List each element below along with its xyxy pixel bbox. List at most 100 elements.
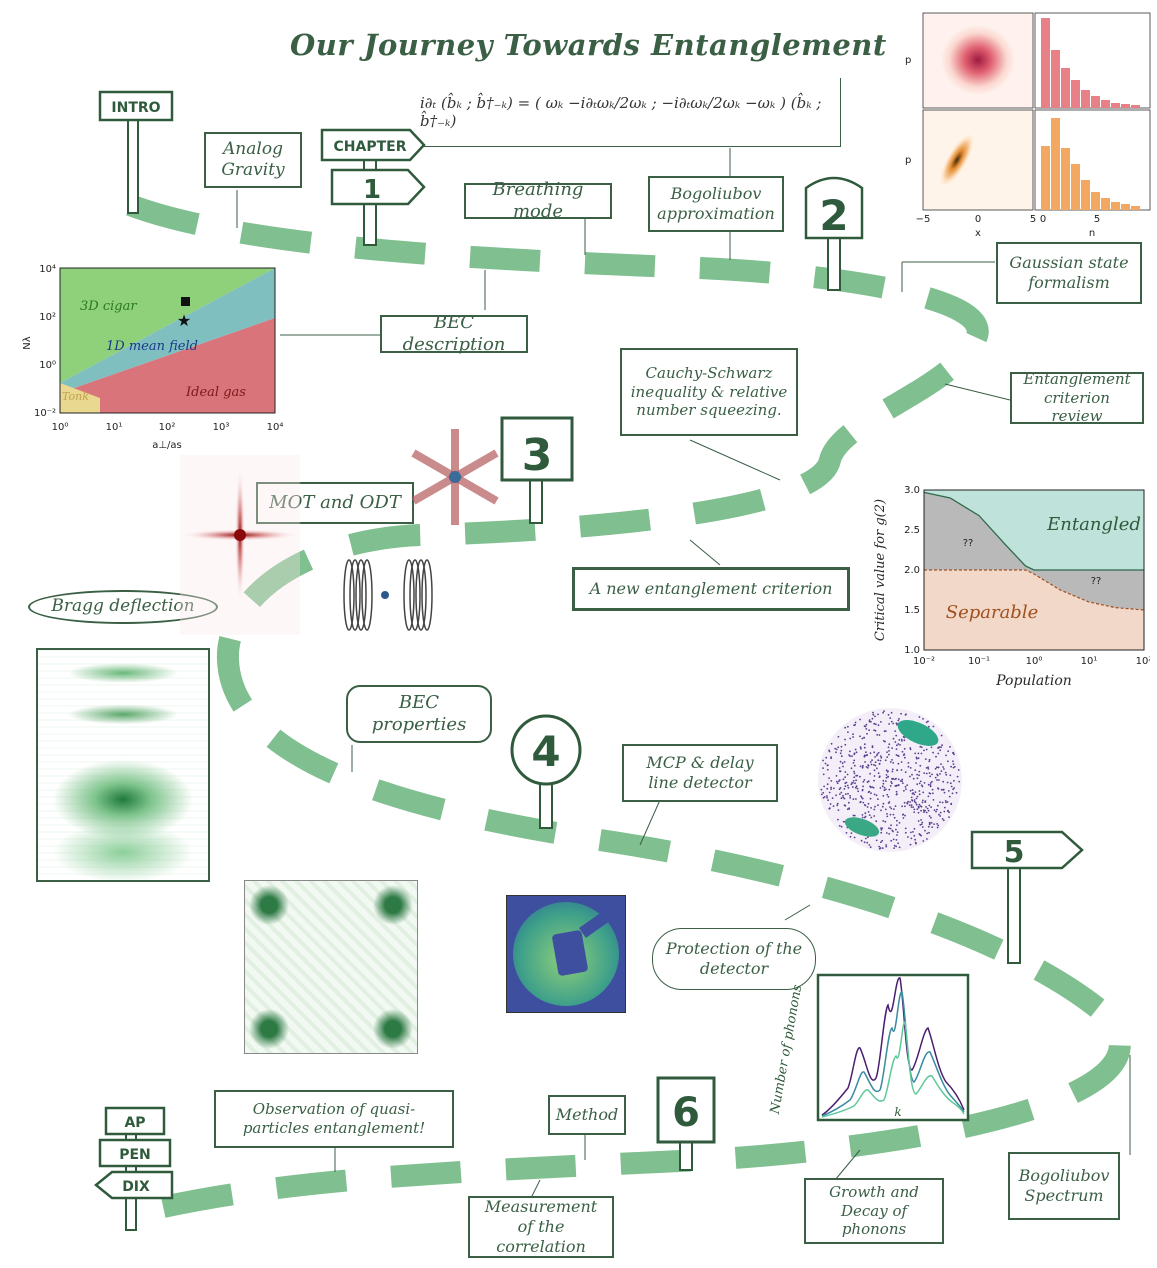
scatter-dot (921, 821, 924, 824)
scatter-dot (842, 794, 844, 797)
scatter-dot (879, 755, 882, 757)
scatter-dot (892, 830, 894, 833)
scatter-dot (856, 787, 859, 790)
unknown-annotation-1: ?? (963, 538, 974, 549)
crit-ytick-2: 2.0 (904, 565, 920, 576)
scatter-dot (927, 720, 929, 723)
scatter-dot (956, 775, 959, 778)
scatter-dot (851, 755, 853, 757)
scatter-dot (897, 743, 900, 745)
scatter-dot (835, 780, 838, 783)
scatter-dot (897, 778, 900, 781)
scatter-dot (883, 710, 885, 712)
scatter-dot (890, 824, 892, 827)
entangled-annotation: Entangled (1046, 514, 1141, 535)
scatter-dot (943, 768, 945, 770)
scatter-dot (869, 846, 872, 849)
scatter-dot (900, 738, 903, 741)
scatter-dot (943, 791, 946, 794)
scatter-dot (932, 751, 934, 754)
scatter-dot (887, 746, 890, 749)
scatter-dot (937, 787, 939, 789)
scatter-dot (830, 780, 833, 782)
scatter-dot (913, 799, 916, 801)
crit-ytick-4: 3.0 (904, 485, 920, 496)
scatter-dot (915, 802, 917, 804)
scatter-dot (870, 816, 873, 819)
separable-region (924, 570, 1144, 650)
scatter-dot (852, 814, 855, 817)
scatter-dot (857, 790, 860, 793)
scatter-dot (868, 844, 871, 846)
scatter-dot (890, 711, 893, 714)
scatter-dot (916, 808, 919, 810)
scatter-dot (931, 788, 934, 791)
chapter-3-signpost: 3 (500, 416, 574, 524)
scatter-dot (838, 779, 841, 781)
scatter-dot (952, 763, 955, 765)
scatter-dot (943, 810, 946, 813)
scatter-dot (941, 744, 943, 747)
scatter-dot (937, 766, 940, 769)
scatter-dot (928, 804, 931, 807)
scatter-dot (855, 779, 857, 782)
scatter-dot (862, 780, 865, 783)
scatter-dot (910, 837, 913, 840)
scatter-dot (944, 800, 947, 802)
scatter-dot (917, 811, 920, 814)
scatter-dot (855, 751, 858, 754)
scatter-dot (844, 726, 847, 729)
scatter-dot (929, 784, 932, 786)
scatter-dot (907, 762, 910, 764)
scatter-dot (874, 805, 876, 808)
scatter-dot (844, 793, 847, 795)
scatter-dot (865, 766, 868, 768)
scatter-dot (936, 774, 939, 777)
scatter-dot (904, 771, 907, 774)
scatter-dot (902, 754, 905, 756)
scatter-dot (884, 740, 886, 743)
scatter-dot (927, 795, 930, 798)
scatter-dot (891, 768, 894, 771)
scatter-dot (874, 761, 877, 764)
scatter-dot (926, 832, 929, 835)
scatter-dot (868, 720, 871, 723)
chapter-1-signpost: CHAPTER 1 (320, 128, 426, 246)
scatter-dot (888, 723, 890, 725)
scatter-dot (839, 760, 842, 763)
scatter-dot (849, 737, 852, 740)
scatter-dot (900, 761, 903, 763)
scatter-dot (918, 770, 921, 773)
scatter-dot (896, 769, 899, 771)
scatter-dot (930, 816, 932, 819)
scatter-dots (820, 710, 961, 850)
scatter-dot (863, 841, 866, 844)
scatter-dot (922, 718, 924, 720)
scatter-dot (827, 799, 829, 801)
scatter-dot (854, 721, 857, 724)
scatter-dot (881, 805, 884, 808)
scatter-dot (937, 824, 940, 827)
phase-xtick-1: 10¹ (106, 422, 123, 433)
scatter-dot (939, 815, 942, 817)
scatter-dot (838, 788, 841, 791)
scatter-dot (920, 746, 923, 749)
mot-coils (343, 559, 433, 631)
scatter-dot (918, 716, 921, 718)
scatter-dot (863, 804, 866, 806)
mcp-scatter (818, 708, 962, 852)
region-ideal-gas (60, 318, 275, 413)
scatter-dot (896, 834, 898, 836)
scatter-dot (822, 759, 824, 762)
phonon-curve-1 (821, 977, 965, 1116)
scatter-dot (849, 797, 852, 799)
scatter-dot (853, 814, 856, 817)
scatter-dot (882, 802, 885, 805)
scatter-dot (912, 806, 914, 808)
phase-ytick-2: 10⁰ (39, 360, 56, 371)
scatter-dot (928, 815, 931, 817)
scatter-dot (896, 744, 898, 747)
scatter-dot (869, 761, 872, 763)
scatter-dot (853, 770, 855, 773)
gauss-ntick-1: 5 (1094, 214, 1100, 225)
